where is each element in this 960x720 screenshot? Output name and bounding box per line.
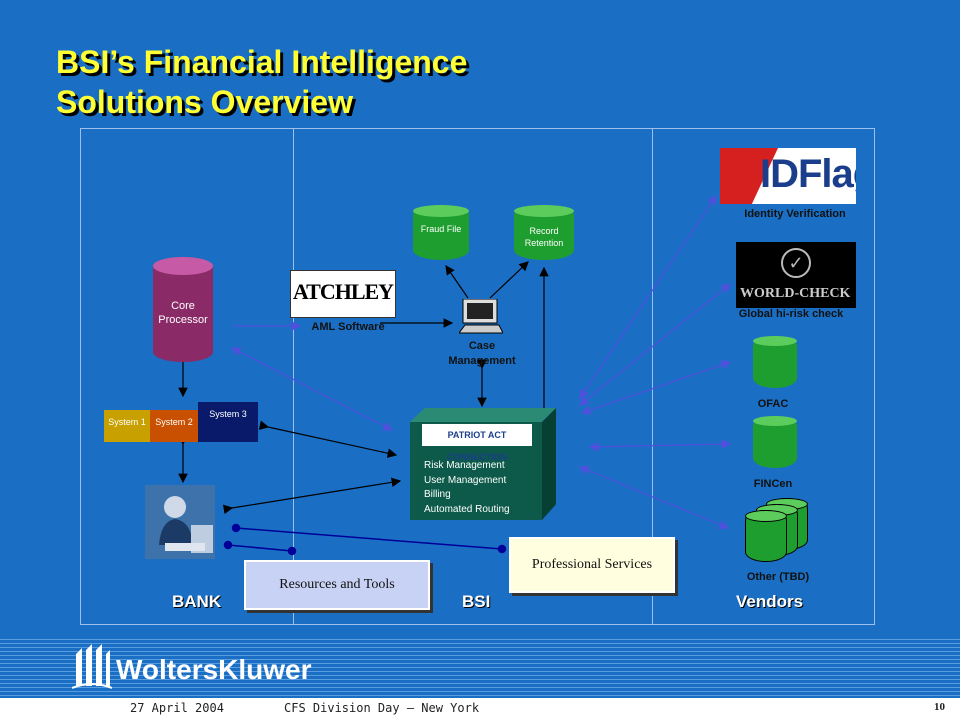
resources-tools-box: Resources and Tools	[244, 560, 430, 610]
footer-event: CFS Division Day – New York	[284, 701, 480, 715]
slide-title-line2: Solutions Overview	[56, 84, 353, 120]
wolters-kluwer-tulip-icon	[72, 644, 112, 689]
system-2-label: System 2	[155, 417, 193, 427]
wolters-kluwer-brand: WoltersKluwer	[116, 654, 312, 685]
footer-page-number: 10	[934, 701, 945, 713]
feature-risk-management: Risk Management	[424, 460, 505, 471]
case-management-label: Case Management	[448, 340, 516, 367]
system-3-box: System 3	[198, 402, 258, 442]
person-at-computer-icon	[145, 485, 215, 559]
system-1-box: System 1	[104, 410, 150, 442]
other-cylinder-1	[745, 510, 787, 562]
professional-services-box: Professional Services	[509, 537, 675, 593]
slide-title: BSI’s Financial Intelligence Solutions O…	[56, 42, 467, 122]
resources-tools-label: Resources and Tools	[279, 577, 395, 592]
zone-label-vendors: Vendors	[736, 592, 804, 611]
checkmark-icon: ✓	[781, 248, 811, 278]
global-hi-risk-label: Global hi-risk check	[738, 308, 844, 320]
fincen-cylinder	[753, 416, 797, 468]
slide-title-line1: BSI’s Financial Intelligence	[56, 44, 468, 80]
fraud-file-cylinder: Fraud File	[413, 205, 469, 260]
worldcheck-logo: ✓ WORLD-CHECK	[736, 242, 856, 308]
other-tbd-label: Other (TBD)	[746, 571, 810, 583]
patriot-act-box-top	[410, 408, 556, 422]
worldcheck-logo-text: WORLD-CHECK	[740, 286, 851, 301]
feature-automated-routing: Automated Routing	[424, 503, 510, 515]
zone-label-bank: BANK	[172, 592, 222, 611]
feature-user-management: User Management	[424, 474, 507, 486]
ofac-label: OFAC	[757, 398, 789, 410]
computer-icon	[459, 299, 503, 334]
identity-verification-label: Identity Verification	[744, 208, 846, 220]
system-1-label: System 1	[108, 417, 146, 427]
patriot-act-logo: PATRIOT ACT CONNECTION	[422, 424, 532, 462]
fincen-label: FINCen	[753, 478, 793, 490]
bank-user-photo	[145, 485, 215, 559]
patriot-feature-list: Risk Management User Management Billing …	[424, 459, 510, 517]
core-processor-label: Core Processor	[158, 300, 208, 326]
diagram-panel	[80, 128, 875, 625]
footer-date: 27 April 2004	[130, 701, 224, 715]
professional-services-label: Professional Services	[531, 557, 653, 572]
atchley-logo-text: ATCHLEY	[292, 279, 394, 304]
system-2-box: System 2	[150, 410, 198, 442]
patriot-act-box-side	[542, 408, 556, 520]
aml-software-label: AML Software	[311, 321, 385, 333]
atchley-logo: ATCHLEY	[290, 270, 396, 318]
idflag-logo: IDFlag	[720, 148, 856, 204]
footer-stripes	[0, 636, 960, 698]
feature-billing: Billing	[424, 489, 451, 500]
footer-bar	[0, 698, 960, 720]
ofac-cylinder	[753, 336, 797, 388]
zone-label-bsi: BSI	[462, 592, 491, 611]
record-retention-cylinder: Record Retention	[514, 205, 574, 260]
record-retention-label: Record Retention	[524, 226, 564, 248]
fraud-file-label: Fraud File	[420, 224, 462, 234]
core-processor-cylinder: Core Processor	[153, 257, 213, 362]
system-3-label: System 3	[209, 409, 247, 419]
idflag-logo-text: IDFlag	[760, 152, 856, 196]
